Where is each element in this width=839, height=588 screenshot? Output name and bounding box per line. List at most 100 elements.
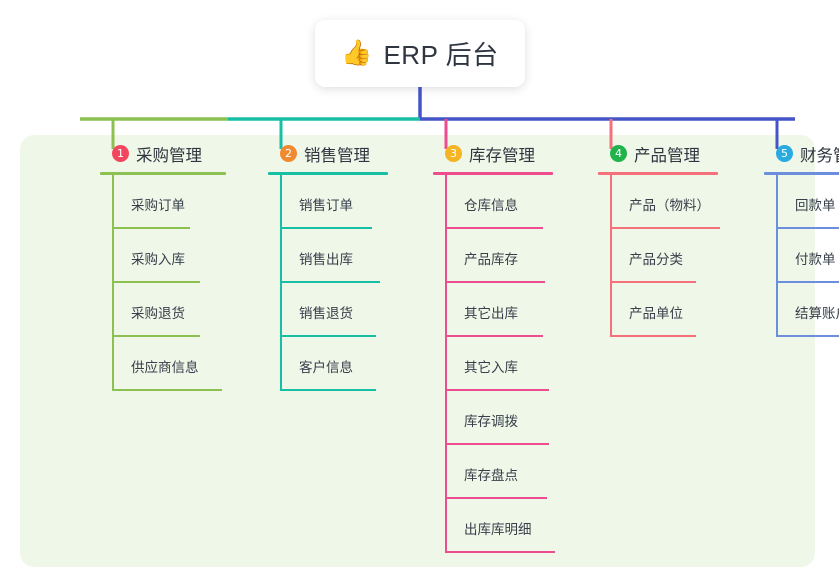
branch-number-badge: 3 bbox=[445, 145, 462, 162]
branch-item[interactable]: 采购退货 bbox=[100, 283, 248, 337]
branch-item-underline bbox=[112, 281, 200, 283]
branch-header[interactable]: 5 财务管理 bbox=[764, 135, 839, 172]
branch-item-label: 其它出库 bbox=[464, 306, 518, 321]
branch-item[interactable]: 其它入库 bbox=[433, 337, 563, 391]
branch-spine bbox=[112, 175, 114, 391]
branch-item[interactable]: 其它出库 bbox=[433, 283, 563, 337]
branch-item[interactable]: 产品分类 bbox=[598, 229, 728, 283]
branch-items: 销售订单销售出库销售退货客户信息 bbox=[268, 175, 396, 391]
branch-item-underline bbox=[445, 227, 543, 229]
branch-item-underline bbox=[445, 335, 543, 337]
branch-item[interactable]: 销售退货 bbox=[268, 283, 396, 337]
branch-item-label: 库存盘点 bbox=[464, 468, 518, 483]
branch-header[interactable]: 2 销售管理 bbox=[268, 135, 396, 172]
branch-item[interactable]: 付款单 bbox=[764, 229, 839, 283]
branch-number-badge: 2 bbox=[280, 145, 297, 162]
branch-item-underline bbox=[280, 281, 380, 283]
branch-item-underline bbox=[280, 389, 376, 391]
branch-item[interactable]: 销售出库 bbox=[268, 229, 396, 283]
branch-items: 产品（物料） 产品分类产品单位 bbox=[598, 175, 728, 337]
branch-item-underline bbox=[445, 281, 545, 283]
branch-underline bbox=[764, 172, 839, 175]
branch-item-label: 库存调拨 bbox=[464, 414, 518, 429]
branch-item-underline bbox=[776, 227, 839, 229]
branch-item-label: 仓库信息 bbox=[464, 198, 518, 213]
branch-item[interactable]: 采购订单 bbox=[100, 175, 248, 229]
branch-item-label: 其它入库 bbox=[464, 360, 518, 375]
branch-item[interactable]: 回款单 bbox=[764, 175, 839, 229]
branch-item-label: 客户信息 bbox=[299, 360, 353, 375]
branch-items: 回款单付款单结算账户 bbox=[764, 175, 839, 337]
branch-item-underline bbox=[776, 281, 839, 283]
branch-item[interactable]: 产品库存 bbox=[433, 229, 563, 283]
branch-item-underline bbox=[610, 281, 696, 283]
branch-underline bbox=[268, 172, 388, 175]
branch-title: 产品管理 bbox=[634, 146, 700, 165]
page-title: ERP 后台 bbox=[383, 40, 499, 70]
branch-item-label: 回款单 bbox=[795, 198, 836, 213]
branch-items: 仓库信息产品库存其它出库其它入库库存调拨库存盘点出库库明细 bbox=[433, 175, 563, 553]
branch-title: 财务管理 bbox=[800, 146, 839, 165]
branch-item-label: 采购退货 bbox=[131, 306, 185, 321]
branch-item-label: 产品单位 bbox=[629, 306, 683, 321]
branch-1: 1 采购管理采购订单采购入库采购退货供应商信息 bbox=[100, 135, 248, 391]
branch-item-label: 产品（物料） bbox=[629, 198, 710, 213]
branch-item[interactable]: 供应商信息 bbox=[100, 337, 248, 391]
branch-item-underline bbox=[112, 389, 222, 391]
branch-item[interactable]: 出库库明细 bbox=[433, 499, 563, 553]
branch-spine bbox=[776, 175, 778, 337]
branch-item-label: 产品库存 bbox=[464, 252, 518, 267]
branch-item-underline bbox=[610, 227, 720, 229]
branch-item-label: 结算账户 bbox=[795, 306, 839, 321]
branch-item-underline bbox=[610, 335, 696, 337]
diagram-panel bbox=[20, 135, 815, 567]
branch-item-label: 付款单 bbox=[795, 252, 836, 267]
branch-item[interactable]: 客户信息 bbox=[268, 337, 396, 391]
branch-title: 库存管理 bbox=[469, 146, 535, 165]
branch-spine bbox=[610, 175, 612, 337]
branch-underline bbox=[598, 172, 718, 175]
thumbs-up-icon: 👍 bbox=[341, 39, 373, 67]
branch-item-label: 供应商信息 bbox=[131, 360, 199, 375]
branch-item[interactable]: 库存调拨 bbox=[433, 391, 563, 445]
branch-spine bbox=[280, 175, 282, 391]
branch-item-label: 产品分类 bbox=[629, 252, 683, 267]
branch-number-badge: 1 bbox=[112, 145, 129, 162]
branch-item-underline bbox=[776, 335, 839, 337]
branch-item-label: 销售出库 bbox=[299, 252, 353, 267]
branch-item[interactable]: 结算账户 bbox=[764, 283, 839, 337]
branch-item-underline bbox=[445, 389, 549, 391]
branch-item[interactable]: 采购入库 bbox=[100, 229, 248, 283]
branch-3: 3 库存管理仓库信息产品库存其它出库其它入库库存调拨库存盘点出库库明细 bbox=[433, 135, 563, 553]
branch-item[interactable]: 库存盘点 bbox=[433, 445, 563, 499]
branch-number-badge: 5 bbox=[776, 145, 793, 162]
branch-item-underline bbox=[280, 227, 372, 229]
branch-item-label: 销售退货 bbox=[299, 306, 353, 321]
branch-2: 2 销售管理销售订单销售出库销售退货客户信息 bbox=[268, 135, 396, 391]
branch-item-underline bbox=[445, 551, 555, 553]
branch-item-underline bbox=[112, 335, 200, 337]
branch-item[interactable]: 销售订单 bbox=[268, 175, 396, 229]
branch-title: 销售管理 bbox=[304, 146, 370, 165]
branch-header[interactable]: 1 采购管理 bbox=[100, 135, 248, 172]
branch-item-label: 采购订单 bbox=[131, 198, 185, 213]
branch-item-underline bbox=[112, 227, 190, 229]
branch-container: 1 采购管理采购订单采购入库采购退货供应商信息 2 销售管理销售订单销售出库销售退货客… bbox=[20, 135, 839, 567]
branch-header[interactable]: 3 库存管理 bbox=[433, 135, 563, 172]
branch-item[interactable]: 仓库信息 bbox=[433, 175, 563, 229]
branch-item-underline bbox=[445, 443, 549, 445]
branch-item-underline bbox=[445, 497, 547, 499]
branch-item[interactable]: 产品单位 bbox=[598, 283, 728, 337]
branch-item-label: 销售订单 bbox=[299, 198, 353, 213]
branch-item-label: 采购入库 bbox=[131, 252, 185, 267]
branch-5: 5 财务管理回款单付款单结算账户 bbox=[764, 135, 839, 337]
root-node[interactable]: 👍 ERP 后台 bbox=[315, 20, 525, 87]
branch-title: 采购管理 bbox=[136, 146, 202, 165]
branch-item-underline bbox=[280, 335, 376, 337]
branch-underline bbox=[100, 172, 226, 175]
branch-item[interactable]: 产品（物料） bbox=[598, 175, 728, 229]
branch-spine bbox=[445, 175, 447, 553]
branch-items: 采购订单采购入库采购退货供应商信息 bbox=[100, 175, 248, 391]
